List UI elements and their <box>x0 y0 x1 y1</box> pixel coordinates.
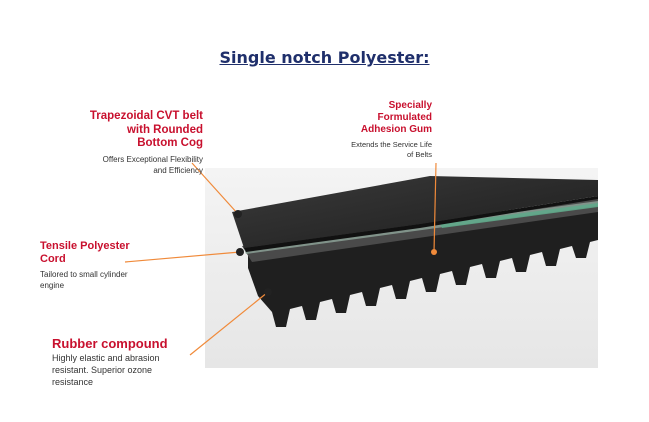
rubber-compound-description: Highly elastic and abrasion resistant. S… <box>52 352 212 388</box>
leader-dot-tensile-cord <box>236 248 244 256</box>
leader-lines <box>124 162 437 356</box>
leader-line-tensile-cord <box>124 251 241 263</box>
bottom-cog-body <box>248 205 598 327</box>
leader-line-rubber-compound <box>189 291 269 356</box>
rubber-compound-label: Rubber compound <box>52 336 212 351</box>
leader-dot-adhesion-gum <box>431 249 437 255</box>
leader-dot-cvt-belt <box>234 210 242 218</box>
cvt-belt-label-line: Trapezoidal CVT belt <box>89 110 203 122</box>
leader-line-adhesion-gum <box>433 162 437 253</box>
cvt-belt-description-line: and Efficiency <box>153 165 203 175</box>
cvt-belt-label-line: Bottom Cog <box>137 137 203 150</box>
leader-dots <box>234 210 437 296</box>
adhesion-gum-label-line: Specially <box>388 100 432 111</box>
cvt-belt-label: Trapezoidal CVT belt with Rounded Bottom… <box>72 110 203 151</box>
top-layer-edge <box>244 196 598 252</box>
tensile-cord-label-line: Cord <box>40 252 66 265</box>
adhesion-gum-description-line: Extends the Service Life <box>351 140 432 149</box>
cvt-belt-description-line: Offers Exceptional Flexibility <box>102 155 203 164</box>
adhesion-gum-layer <box>440 203 598 228</box>
adhesion-gum-label: Specially Formulated Adhesion Gum <box>320 100 432 135</box>
adhesion-gum-label-line: Adhesion Gum <box>360 123 432 135</box>
adhesion-gum-label-line: Formulated <box>377 111 432 123</box>
page-title: Single notch Polyester: <box>219 48 430 67</box>
leader-dot-rubber-compound <box>264 288 272 296</box>
adhesion-gum-description-line: of Belts <box>406 150 432 160</box>
tensile-cord-label: Tensile Polyester Cord <box>40 240 180 266</box>
top-belt-layer <box>232 176 598 248</box>
rubber-compound-label-line: Rubber compound <box>52 336 168 351</box>
rubber-compound-description-line: resistant. Superior ozone <box>52 365 153 376</box>
tensile-cord-description-line: Tailored to small cylinder <box>40 270 128 279</box>
leader-line-cvt-belt <box>191 162 239 215</box>
rubber-compound-description-line: resistance <box>52 377 94 388</box>
cvt-belt-label-line: with Rounded <box>126 123 203 136</box>
adhesion-gum-description: Extends the Service Life of Belts <box>310 140 432 160</box>
tensile-cord-description-line: engine <box>40 280 65 290</box>
tensile-cord-label-line: Tensile Polyester <box>40 240 130 252</box>
rubber-compound-description-line: Highly elastic and abrasion <box>52 353 160 363</box>
cvt-belt-description: Offers Exceptional Flexibility and Effic… <box>60 155 203 177</box>
tensile-cord-description: Tailored to small cylinder engine <box>40 270 180 292</box>
